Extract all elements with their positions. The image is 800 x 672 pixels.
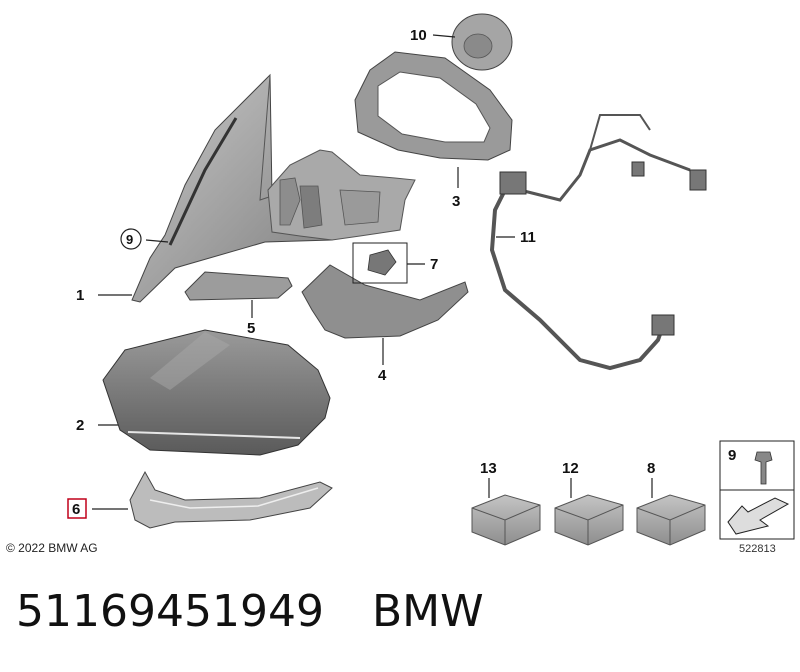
- small-parts-box-12: [554, 494, 624, 546]
- callout-7: 7: [430, 256, 438, 273]
- dome-actuator-part-10: [451, 13, 513, 71]
- lower-trim-part-4: [301, 264, 469, 339]
- callout-12: 12: [562, 460, 579, 477]
- small-parts-box-13: [471, 494, 541, 546]
- callout-6: 6: [72, 501, 80, 518]
- part-number: 51169451949: [16, 586, 324, 637]
- part-info-bar: 51169451949 BMW: [16, 586, 484, 646]
- callout-13: 13: [480, 460, 497, 477]
- screw-reference-box: [719, 440, 795, 540]
- callout-3: 3: [452, 193, 460, 210]
- screw-box-label: 9: [728, 447, 736, 464]
- adjust-motor-bracket: [267, 149, 416, 241]
- screw-icon: [754, 451, 773, 485]
- drawing-number: 522813: [739, 543, 776, 555]
- highlight-box-6: [67, 498, 87, 519]
- mirror-housing-part-2: [102, 329, 331, 456]
- cover-part-5: [184, 271, 293, 301]
- callout-5: 5: [247, 320, 255, 337]
- small-module-part-7: [352, 242, 408, 284]
- copyright-notice: © 2022 BMW AG: [6, 541, 98, 555]
- leader-lines: [92, 34, 653, 510]
- callout-8: 8: [647, 460, 655, 477]
- callout-4: 4: [378, 367, 387, 384]
- callout-9: 9: [126, 232, 133, 247]
- frame-ring-part-3: [354, 51, 513, 161]
- callout-10: 10: [410, 27, 427, 44]
- callout-9-circle: [120, 228, 142, 250]
- callout-1: 1: [76, 287, 84, 304]
- arrow-icon: [727, 497, 790, 535]
- exploded-parts-diagram: 1 2 3 4 5 6 7 8 9 10 11 12 13 9 522813: [67, 13, 795, 555]
- brand-name: BMW: [371, 586, 484, 637]
- callout-11: 11: [520, 229, 536, 246]
- turn-signal-light-part-6: [129, 470, 333, 529]
- wiring-harness-part-11: [489, 114, 707, 371]
- small-parts-box-8: [636, 494, 706, 546]
- callout-2: 2: [76, 417, 84, 434]
